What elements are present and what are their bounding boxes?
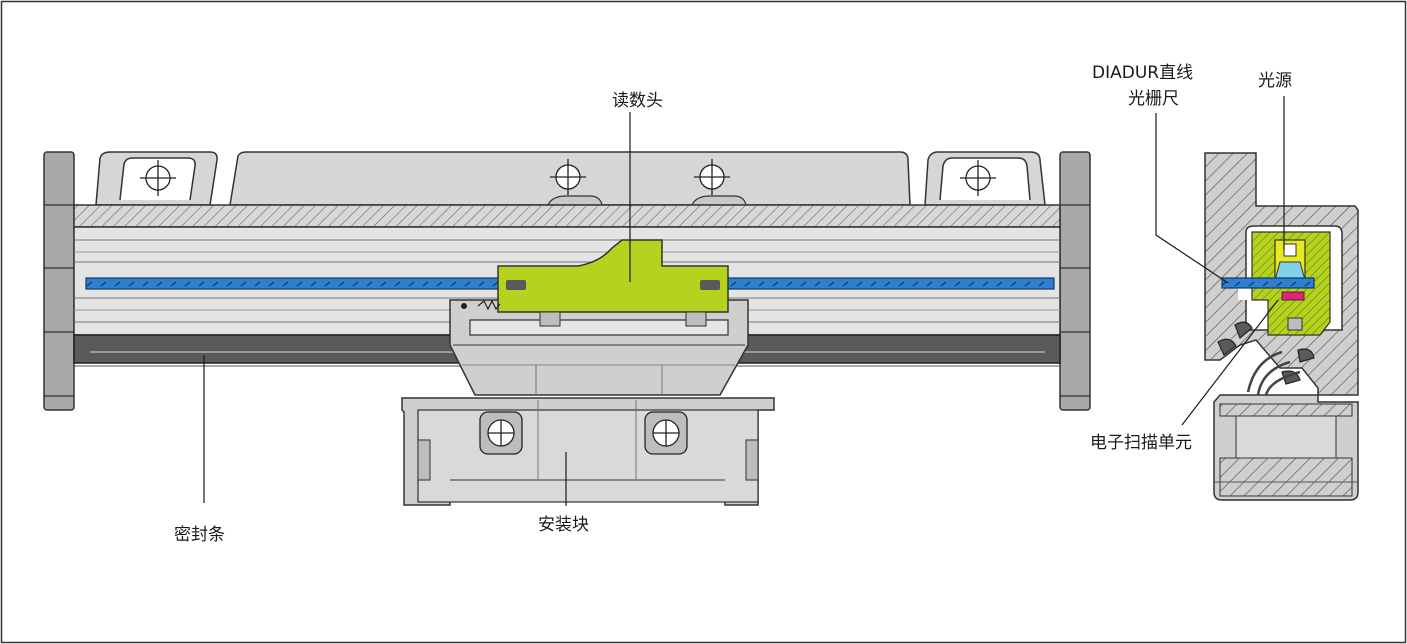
leader-scale xyxy=(1155,113,1229,284)
end-cap-right xyxy=(1059,151,1091,411)
leader-lines xyxy=(203,96,1285,506)
screw-holes-block xyxy=(479,411,688,455)
label-seal-strip: 密封条 xyxy=(174,525,225,545)
photo-sensor xyxy=(1281,291,1305,301)
label-reading-head: 读数头 xyxy=(612,91,663,111)
encoder-side-view xyxy=(43,151,1091,506)
label-scale-line2: 光栅尺 xyxy=(1128,89,1179,109)
end-cap-left xyxy=(43,151,75,411)
label-scale-line1: DIADUR直线 xyxy=(1092,63,1193,83)
leader-scanning-unit xyxy=(1181,299,1279,426)
label-mounting-block: 安装块 xyxy=(538,515,589,535)
label-light-source: 光源 xyxy=(1258,71,1292,91)
label-scanning-unit: 电子扫描单元 xyxy=(1090,433,1192,453)
encoder-cross-section xyxy=(1204,152,1359,501)
screw-holes-top xyxy=(140,159,996,196)
reading-head xyxy=(461,239,729,327)
scale-section xyxy=(1221,277,1315,289)
mounting-block-body xyxy=(401,299,775,506)
